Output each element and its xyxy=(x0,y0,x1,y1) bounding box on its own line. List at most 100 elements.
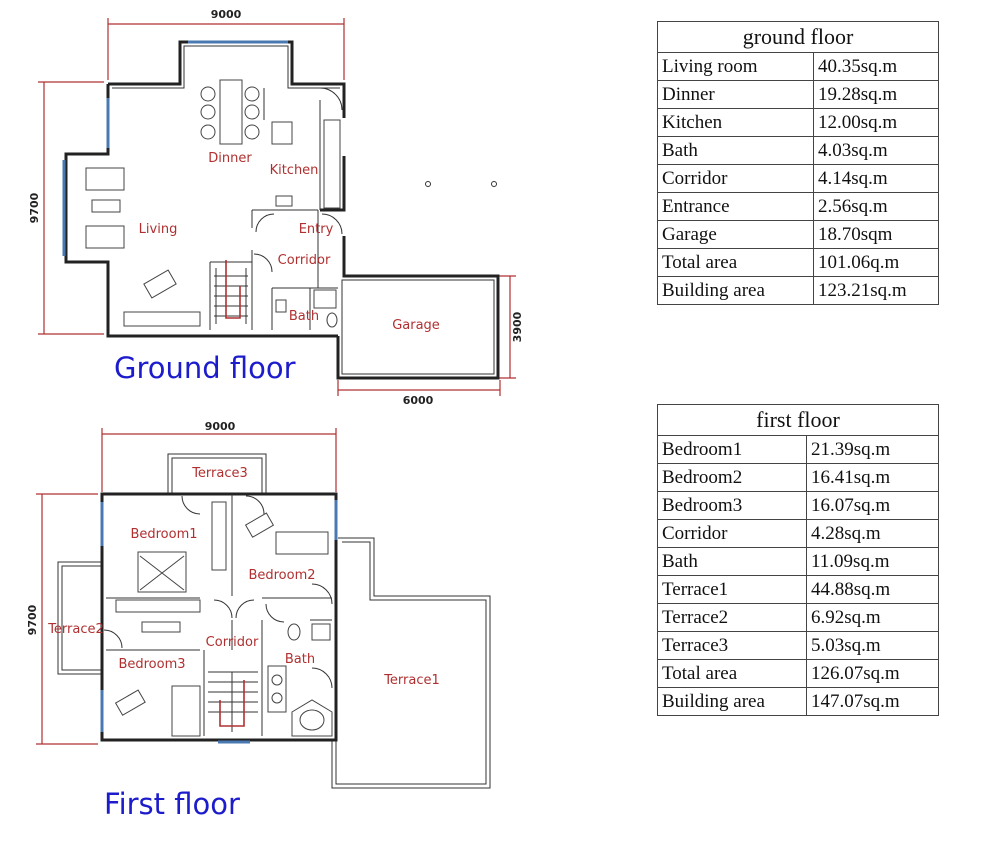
ground-floor-plan: 9000 9700 6000 3900 xyxy=(28,8,524,407)
table-header-row: ground floor xyxy=(657,21,939,53)
first-table-title: first floor xyxy=(657,404,939,436)
terrace3-outline xyxy=(167,453,267,494)
desk xyxy=(114,689,146,716)
room-name-cell: Bath xyxy=(657,136,814,165)
tv-cabinet xyxy=(123,311,201,327)
terrace1-door xyxy=(311,667,333,689)
kitchen-door xyxy=(255,213,275,233)
room-label-entry: Entry xyxy=(299,222,334,237)
chair xyxy=(200,86,216,102)
corridor-door xyxy=(253,253,273,273)
table-header-row: first floor xyxy=(657,404,939,436)
first-height-dimension xyxy=(36,493,98,745)
garage-width-dimension xyxy=(337,380,501,396)
ground-floor-title: Ground floor xyxy=(114,351,296,385)
room-label-living: Living xyxy=(139,222,178,237)
room-name-cell: Garage xyxy=(657,220,814,249)
bathtub xyxy=(291,699,333,737)
garage-height-dimension xyxy=(498,275,516,379)
toilet xyxy=(287,623,301,641)
room-name-cell: Kitchen xyxy=(657,108,814,137)
room-label-bedroom2: Bedroom2 xyxy=(248,568,315,583)
area-cell: 5.03sq.m xyxy=(806,631,939,660)
terrace3-door xyxy=(181,495,201,515)
area-cell: 21.39sq.m xyxy=(806,435,939,464)
area-cell: 4.03sq.m xyxy=(813,136,939,165)
terrace1-outline xyxy=(331,537,491,789)
bidet xyxy=(311,623,331,641)
area-cell: 44.88sq.m xyxy=(806,575,939,604)
single-bed xyxy=(171,685,201,737)
stove xyxy=(271,121,293,145)
bedroom2-door xyxy=(235,599,255,619)
area-cell: 12.00sq.m xyxy=(813,108,939,137)
room-name-cell: Corridor xyxy=(657,519,807,548)
area-cell: 147.07sq.m xyxy=(806,687,939,716)
room-name-cell: Bedroom3 xyxy=(657,491,807,520)
area-cell: 2.56sq.m xyxy=(813,192,939,221)
bedroom1-door xyxy=(213,599,233,619)
double-sink xyxy=(267,665,287,713)
first-stairs xyxy=(208,671,258,732)
ground-width-dimension xyxy=(107,18,345,80)
sofa xyxy=(85,167,125,191)
wardrobe xyxy=(115,599,201,613)
area-cell: 19.28sq.m xyxy=(813,80,939,109)
area-cell: 18.70sqm xyxy=(813,220,939,249)
room-name-cell: Total area xyxy=(657,659,807,688)
first-width-label: 9000 xyxy=(205,420,236,433)
terrace3-door xyxy=(245,495,265,515)
area-cell: 123.21sq.m xyxy=(813,276,939,305)
double-bed xyxy=(137,551,187,593)
area-cell: 126.07sq.m xyxy=(806,659,939,688)
room-label-bath: Bath xyxy=(285,652,315,667)
area-cell: 4.14sq.m xyxy=(813,164,939,193)
area-cell: 6.92sq.m xyxy=(806,603,939,632)
room-name-cell: Bedroom2 xyxy=(657,463,807,492)
ground-width-label: 9000 xyxy=(211,8,242,21)
toilet xyxy=(326,312,338,328)
room-name-cell: Living room xyxy=(657,52,814,81)
room-label-bath: Bath xyxy=(289,309,319,324)
room-name-cell: Bedroom1 xyxy=(657,435,807,464)
ground-stairs xyxy=(214,260,248,324)
ground-outer-wall xyxy=(64,40,500,380)
area-cell: 16.41sq.m xyxy=(806,463,939,492)
first-outer-wall xyxy=(100,492,338,742)
room-label-garage: Garage xyxy=(392,318,440,333)
desk xyxy=(244,512,275,538)
area-cell: 4.28sq.m xyxy=(806,519,939,548)
area-cell: 40.35sq.m xyxy=(813,52,939,81)
room-name-cell: Total area xyxy=(657,248,814,277)
garage-width-label: 6000 xyxy=(403,394,434,407)
ground-interior-walls xyxy=(209,88,338,330)
closet xyxy=(211,501,227,571)
shelf xyxy=(141,621,181,633)
room-name-cell: Terrace1 xyxy=(657,575,807,604)
room-label-bedroom3: Bedroom3 xyxy=(118,657,185,672)
terrace1-door xyxy=(311,583,333,605)
sofa xyxy=(85,225,125,249)
room-label-corridor: Corridor xyxy=(206,635,259,650)
ground-height-dimension xyxy=(38,81,104,335)
area-cell: 16.07sq.m xyxy=(806,491,939,520)
room-name-cell: Building area xyxy=(657,276,814,305)
appliance xyxy=(275,195,293,207)
dining-table xyxy=(219,79,243,145)
